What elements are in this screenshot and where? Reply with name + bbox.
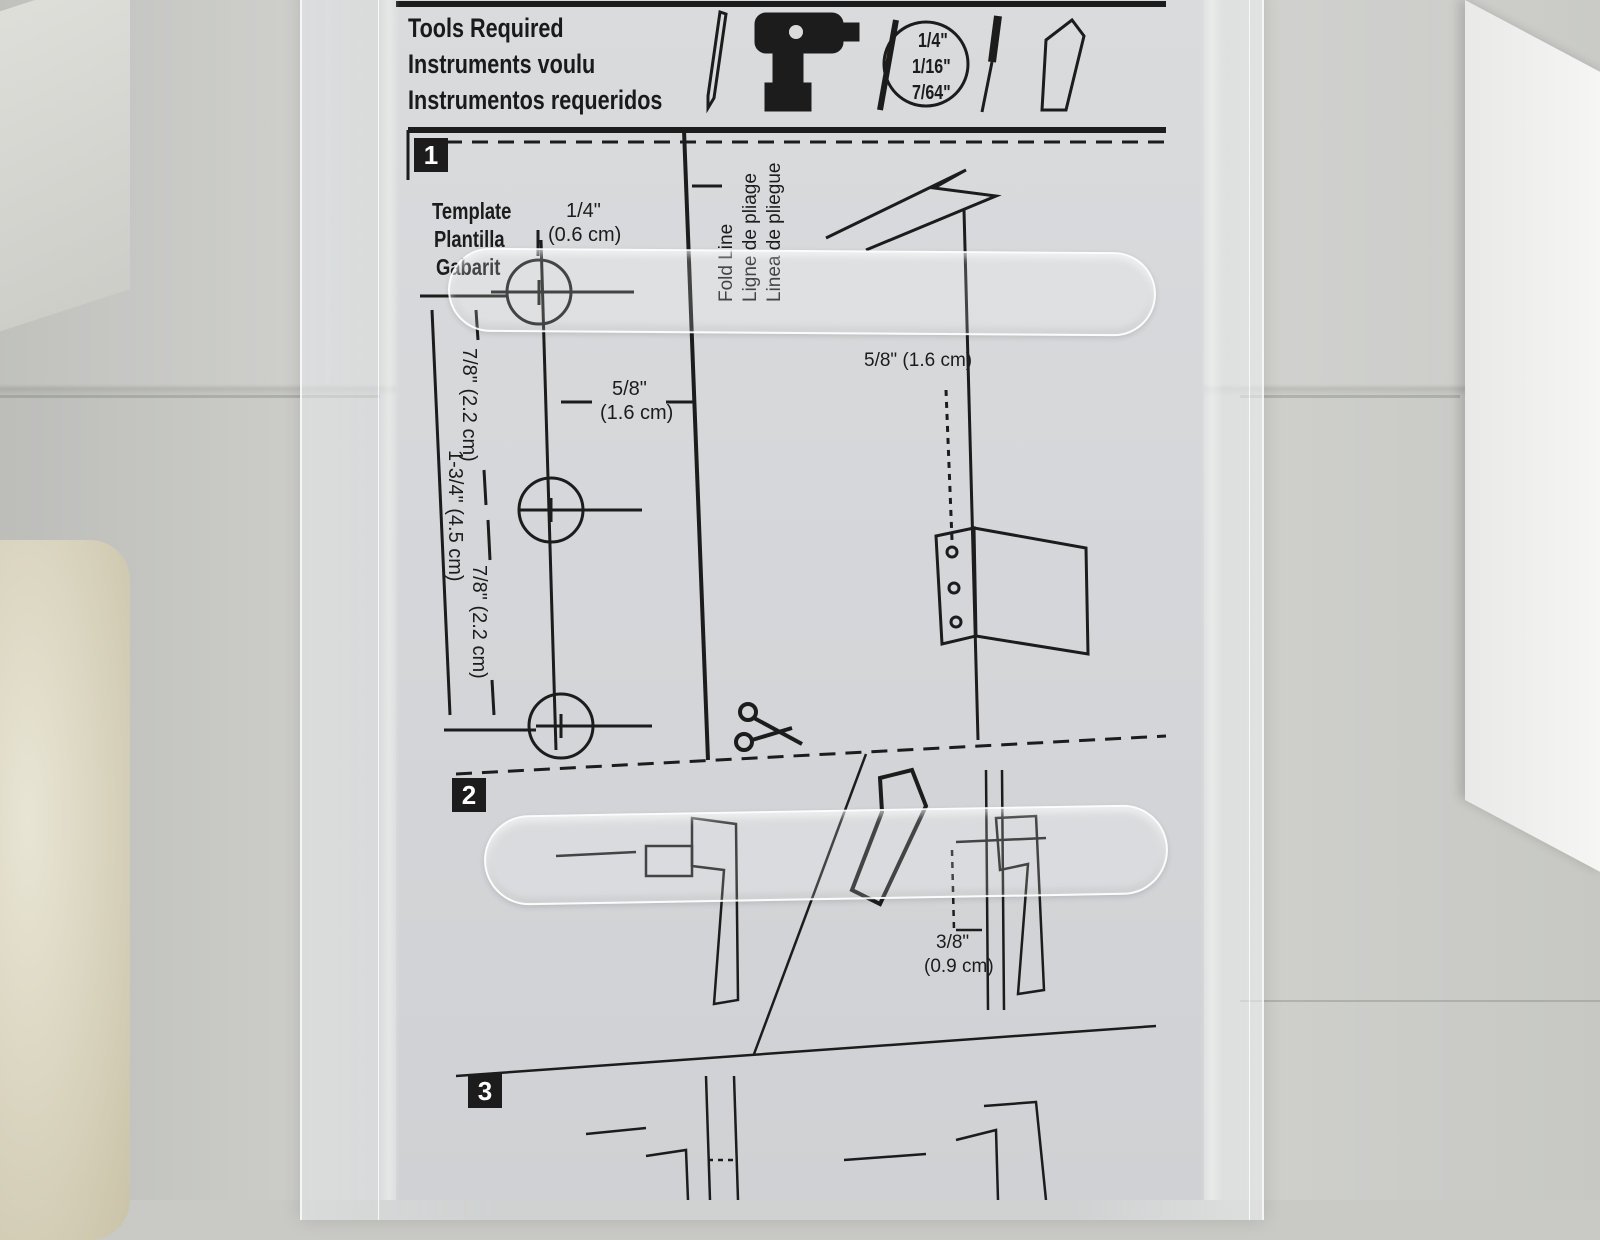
- dimension-label: 3/8": [936, 932, 970, 953]
- dimension-label: 5/8" (1.6 cm): [864, 350, 973, 371]
- instruction-drawings: [396, 1, 1167, 1200]
- template-drawing: [420, 129, 1167, 776]
- template-label-fr: Gabarit: [436, 254, 501, 280]
- plastic-glare: [378, 0, 400, 1200]
- step-number: 2: [452, 778, 486, 812]
- cardboard-box: [1465, 0, 1600, 875]
- blister-package-edge: [378, 0, 1250, 1220]
- dimension-label: (0.6 cm): [548, 224, 622, 246]
- template-label-en: Template: [432, 198, 512, 224]
- tools-title-es: Instrumentos requeridos: [408, 85, 663, 115]
- hacksaw-icon: [1040, 17, 1086, 112]
- tools-title-en: Tools Required: [408, 13, 564, 43]
- dimension-label: (1.6 cm): [600, 402, 674, 424]
- blister-bubble: [447, 247, 1157, 337]
- tile-grout-line: [1240, 395, 1460, 398]
- bit-size-label: 1/4": [918, 30, 948, 52]
- dimension-label: 1-3/4" (4.5 cm): [444, 450, 466, 582]
- step-number: 3: [468, 1074, 502, 1108]
- tools-title-fr: Instruments voulu: [408, 49, 596, 79]
- instruction-card: [396, 0, 1204, 1200]
- plastic-bag: [0, 540, 130, 1240]
- screwdriver-icon: [980, 15, 1002, 113]
- template-label-es: Plantilla: [434, 226, 505, 252]
- tools-required-heading: Tools Required Instruments voulu Instrum…: [408, 10, 662, 118]
- scissors-icon: [734, 702, 803, 752]
- step2-drawing: [455, 753, 1157, 1078]
- pencil-icon: [706, 10, 728, 114]
- dimension-label: 5/8": [612, 378, 647, 400]
- dimension-label: 7/8" (2.2 cm): [468, 565, 490, 679]
- dimension-label: 7/8" (2.2 cm): [458, 348, 480, 462]
- drill-icon: [754, 12, 860, 112]
- bit-size-label: 1/16": [912, 56, 951, 78]
- tool-icons: [706, 10, 1086, 114]
- dimension-label: (0.9 cm): [924, 956, 994, 977]
- step3-drawing: [585, 1075, 1048, 1200]
- step-number: 1: [414, 138, 448, 172]
- tile-grout-line: [0, 395, 380, 398]
- blister-bubble: [483, 804, 1169, 906]
- drill-bit-icon: [877, 19, 970, 111]
- plastic-glare: [1200, 0, 1224, 1200]
- tile-grout-line: [1240, 1000, 1600, 1002]
- dimension-label: 1/4": [566, 200, 601, 222]
- bit-size-label: 7/64": [912, 82, 951, 104]
